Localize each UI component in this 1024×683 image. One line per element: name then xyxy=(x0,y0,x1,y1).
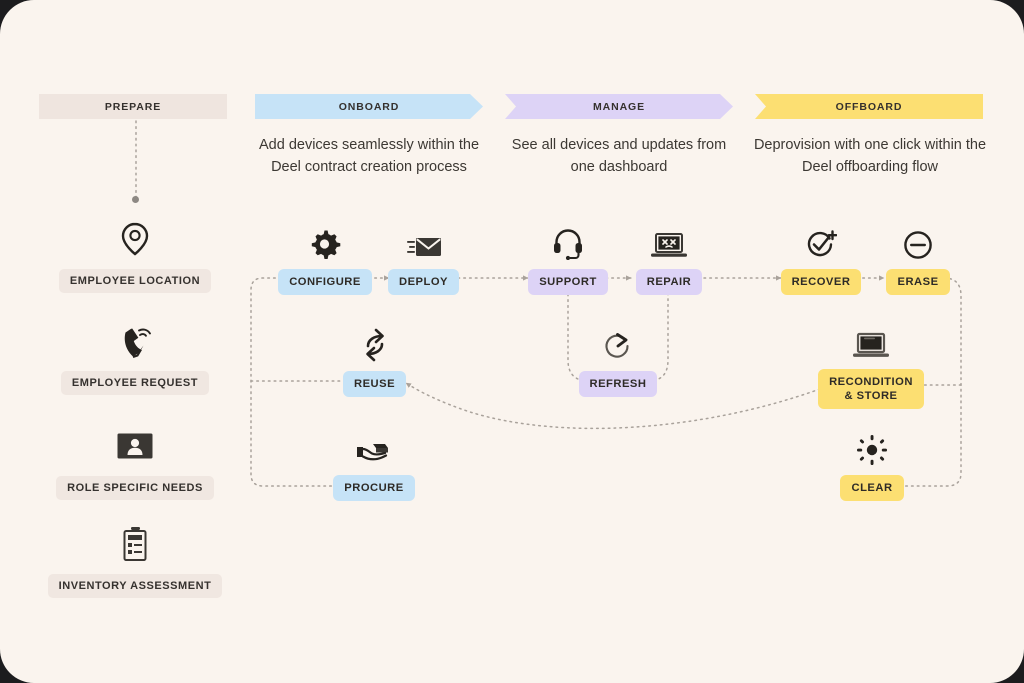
phase-description-manage: See all devices and updates from one das… xyxy=(511,137,727,176)
flow-node-configure[interactable]: CONFIGURE xyxy=(278,222,372,295)
node-badge-reuse[interactable]: REUSE xyxy=(342,371,407,397)
manage-banner-shape xyxy=(505,94,733,119)
id-badge-icon xyxy=(25,425,245,467)
laptop-icon xyxy=(852,322,890,360)
prepare-banner-shape xyxy=(39,94,227,119)
node-badge-refresh[interactable]: REFRESH xyxy=(578,371,658,397)
check-plus-icon xyxy=(805,222,837,260)
offboard-banner-shape xyxy=(755,94,983,119)
prepare-chip-label: INVENTORY ASSESSMENT xyxy=(47,574,223,598)
clipboard-list-icon xyxy=(25,523,245,565)
hand-box-icon xyxy=(355,428,393,466)
node-badge-recondition-store[interactable]: RECONDITION & STORE xyxy=(818,369,924,409)
phase-banner-onboard: ONBOARD xyxy=(255,94,483,119)
onboard-banner-shape xyxy=(255,94,483,119)
flow-node-deploy[interactable]: DEPLOY xyxy=(388,222,460,295)
sun-icon xyxy=(856,428,888,466)
node-badge-repair[interactable]: REPAIR xyxy=(635,269,703,295)
phase-label-offboard: OFFBOARD xyxy=(835,100,903,113)
phase-description-offboard: Deprovision with one click within the De… xyxy=(753,137,987,176)
node-badge-configure[interactable]: CONFIGURE xyxy=(278,269,372,295)
prepare-item-employee-location[interactable]: EMPLOYEE LOCATION xyxy=(25,218,245,293)
flow-node-clear[interactable]: CLEAR xyxy=(840,428,904,501)
node-badge-clear[interactable]: CLEAR xyxy=(840,475,904,501)
prepare-chip-label: EMPLOYEE LOCATION xyxy=(58,269,212,293)
refresh-icon xyxy=(603,324,633,362)
envelope-icon xyxy=(406,222,442,260)
recondition-line-2: & STORE xyxy=(844,390,898,402)
prepare-item-employee-request[interactable]: EMPLOYEE REQUEST xyxy=(25,320,245,395)
flow-node-reuse[interactable]: REUSE xyxy=(342,324,407,397)
wire-refresh-repair xyxy=(647,293,669,382)
node-badge-erase[interactable]: ERASE xyxy=(886,269,950,295)
flow-node-recondition-store[interactable]: RECONDITION & STORE xyxy=(818,322,924,409)
prepare-chip-label: ROLE SPECIFIC NEEDS xyxy=(56,476,214,500)
node-badge-deploy[interactable]: DEPLOY xyxy=(388,269,460,295)
phase-label-manage: MANAGE xyxy=(592,100,646,113)
ringing-phone-icon xyxy=(25,320,245,362)
prepare-item-inventory-assessment[interactable]: INVENTORY ASSESSMENT xyxy=(25,523,245,598)
node-badge-procure[interactable]: PROCURE xyxy=(333,475,415,501)
flow-node-refresh[interactable]: REFRESH xyxy=(578,324,658,397)
flow-node-procure[interactable]: PROCURE xyxy=(333,428,415,501)
flow-node-recover[interactable]: RECOVER xyxy=(780,222,862,295)
gear-icon xyxy=(309,222,341,260)
phase-label-onboard: ONBOARD xyxy=(338,100,400,113)
flow-node-repair[interactable]: REPAIR xyxy=(634,222,704,295)
recycle-icon xyxy=(362,324,388,362)
wire-left-perimeter xyxy=(250,277,341,487)
recondition-line-1: RECONDITION xyxy=(829,376,913,388)
flow-node-support[interactable]: SUPPORT xyxy=(528,222,608,295)
flow-node-erase[interactable]: ERASE xyxy=(886,222,950,295)
node-badge-recover[interactable]: RECOVER xyxy=(780,269,862,295)
node-badge-support[interactable]: SUPPORT xyxy=(528,269,608,295)
prepare-line-end-dot xyxy=(132,196,139,203)
minus-circle-icon xyxy=(903,222,933,260)
prepare-item-role-specific-needs[interactable]: ROLE SPECIFIC NEEDS xyxy=(25,425,245,500)
phase-banner-offboard: OFFBOARD xyxy=(755,94,983,119)
phase-description-onboard: Add devices seamlessly within the Deel c… xyxy=(258,137,480,176)
headset-icon xyxy=(553,222,583,260)
phase-label-prepare: PREPARE xyxy=(104,100,162,113)
phase-banner-manage: MANAGE xyxy=(505,94,733,119)
phase-banner-prepare: PREPARE xyxy=(39,94,227,119)
location-pin-icon xyxy=(25,218,245,260)
broken-laptop-icon xyxy=(650,222,688,260)
prepare-chip-label: EMPLOYEE REQUEST xyxy=(60,371,210,395)
